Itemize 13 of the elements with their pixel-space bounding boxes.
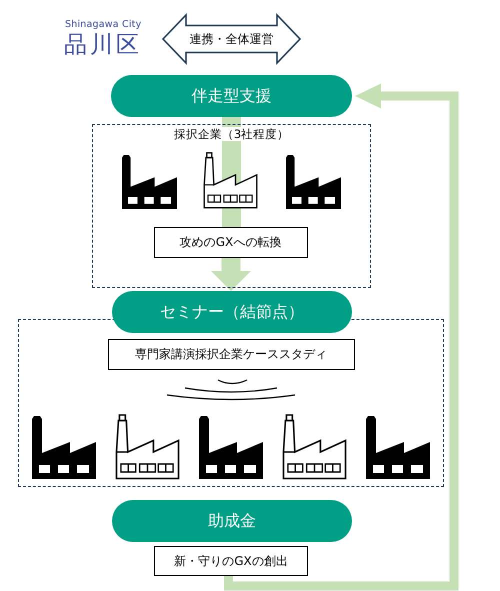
- dashed-group-box: [92, 124, 371, 288]
- process-pill: 助成金: [112, 500, 352, 542]
- edge-label: 連携・全体運営: [188, 32, 274, 46]
- city-name-english: Shinagawa City: [65, 20, 142, 30]
- process-pill: 伴走型支援: [111, 75, 352, 117]
- arrow: [211, 258, 251, 291]
- arrow: [224, 84, 458, 590]
- dashed-group-box: [18, 319, 444, 487]
- process-pill: セミナー（結節点）: [112, 291, 352, 333]
- text-box: 専門家講演採択企業ケーススタディ: [108, 338, 354, 370]
- text-box: 新・守りのGXの創出: [154, 546, 308, 576]
- text-box: 攻めのGXへの転換: [154, 226, 308, 258]
- city-name: 品川区: [64, 34, 142, 57]
